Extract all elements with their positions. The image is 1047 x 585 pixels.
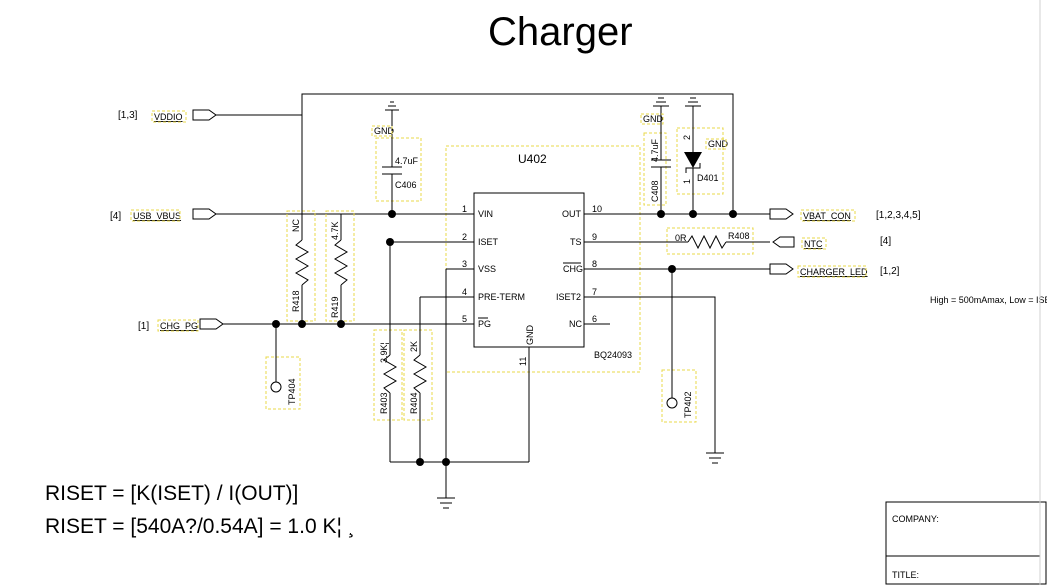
chg-pg-label: CHG_PG [160, 321, 198, 331]
pin-num-10: 10 [592, 204, 602, 214]
page-title: Charger [488, 10, 633, 54]
ntc-port[interactable] [772, 236, 795, 248]
vbat-con-label: VBAT_CON [803, 211, 851, 221]
charger-led-ref: [1,2] [880, 266, 900, 277]
r419-ref: R419 [330, 296, 340, 318]
ntc-label: NTC [804, 239, 823, 249]
pin-num-4: 4 [462, 287, 467, 297]
pin-num-5: 5 [462, 314, 467, 324]
tp402-pad[interactable] [666, 397, 678, 409]
pin-name-ts: TS [570, 237, 582, 247]
c408-value: 4.7uF [650, 138, 660, 162]
r404-ref: R404 [409, 392, 419, 414]
title-block [885, 501, 1047, 585]
r408-ref: R408 [728, 231, 750, 241]
pin-num-6: 6 [592, 314, 597, 324]
chg-pg-port[interactable] [199, 318, 224, 330]
tp404-ref: TP404 [287, 378, 297, 405]
pin-name-iset2: ISET2 [556, 292, 581, 302]
pin-num-1: 1 [462, 204, 467, 214]
pin-name-pg: PG [478, 319, 491, 329]
pin-num-2: 2 [462, 232, 467, 242]
ntc-ref: [4] [880, 236, 891, 247]
r404-value: 2K [409, 341, 419, 352]
tp402-ref: TP402 [683, 391, 693, 418]
usb-vbus-ref: [4] [110, 211, 121, 222]
r403-ref: R403 [379, 392, 389, 414]
title-label: TITLE: [892, 570, 919, 580]
gnd-label-c408: GND [643, 114, 664, 124]
d401-ref: D401 [697, 173, 719, 183]
pin-name-preterm: PRE-TERM [478, 292, 525, 302]
vbat-con-port[interactable] [769, 208, 794, 220]
pin-num-9: 9 [592, 232, 597, 242]
vbat-con-ref: [1,2,3,4,5] [876, 210, 921, 221]
u402-highlight [445, 145, 641, 373]
pin-num-11: 11 [518, 357, 528, 366]
d401-pin1: 1 [682, 179, 692, 184]
r403-value: 3.9K¦ [379, 342, 389, 363]
pin-num-3: 3 [462, 259, 467, 269]
ic-part-number: BQ24093 [594, 350, 632, 360]
vddio-label: VDDIO [154, 112, 183, 122]
r418-value: NC [291, 219, 301, 232]
r418-ref: R418 [291, 290, 301, 312]
c408-ref: C408 [650, 180, 660, 202]
charger-led-port[interactable] [769, 263, 794, 275]
chg-pg-ref: [1] [138, 321, 149, 332]
r408-value: 0R [675, 233, 687, 243]
c406-ref: C406 [395, 180, 417, 190]
pin-name-iset: ISET [478, 237, 499, 247]
vddio-port[interactable] [192, 109, 217, 121]
d401-pin2: 2 [682, 135, 692, 140]
pin-name-vin: VIN [478, 209, 493, 219]
pin-name-out: OUT [562, 209, 582, 219]
usb-vbus-port[interactable] [192, 208, 217, 220]
pin-name-gnd: GND [525, 325, 535, 346]
charger-led-label: CHARGER_LED [800, 267, 868, 277]
vddio-ref: [1,3] [118, 110, 138, 121]
d401-triangle [684, 152, 702, 168]
pin-name-vss: VSS [478, 264, 496, 274]
iset2-note: High = 500mAmax, Low = ISE [930, 295, 1047, 305]
gnd-label-d401: GND [708, 139, 729, 149]
pin-name-chg: CHG [563, 264, 583, 274]
formula-line-1: RISET = [K(ISET) / I(OUT)] [45, 482, 298, 505]
pin-num-7: 7 [592, 287, 597, 297]
r419-value: 4.7K [330, 221, 340, 240]
formula-line-2: RISET = [540A?/0.54A] = 1.0 K¦ ¸ [45, 515, 355, 538]
gnd-label-c406: GND [374, 126, 395, 136]
usb-vbus-label: USB_VBUS [133, 211, 181, 221]
pin-name-nc: NC [569, 319, 582, 329]
c406-value: 4.7uF [395, 156, 419, 166]
pin-num-8: 8 [592, 259, 597, 269]
company-label: COMPANY: [892, 514, 939, 524]
ic-ref: U402 [518, 152, 547, 166]
tp404-pad[interactable] [270, 381, 282, 393]
